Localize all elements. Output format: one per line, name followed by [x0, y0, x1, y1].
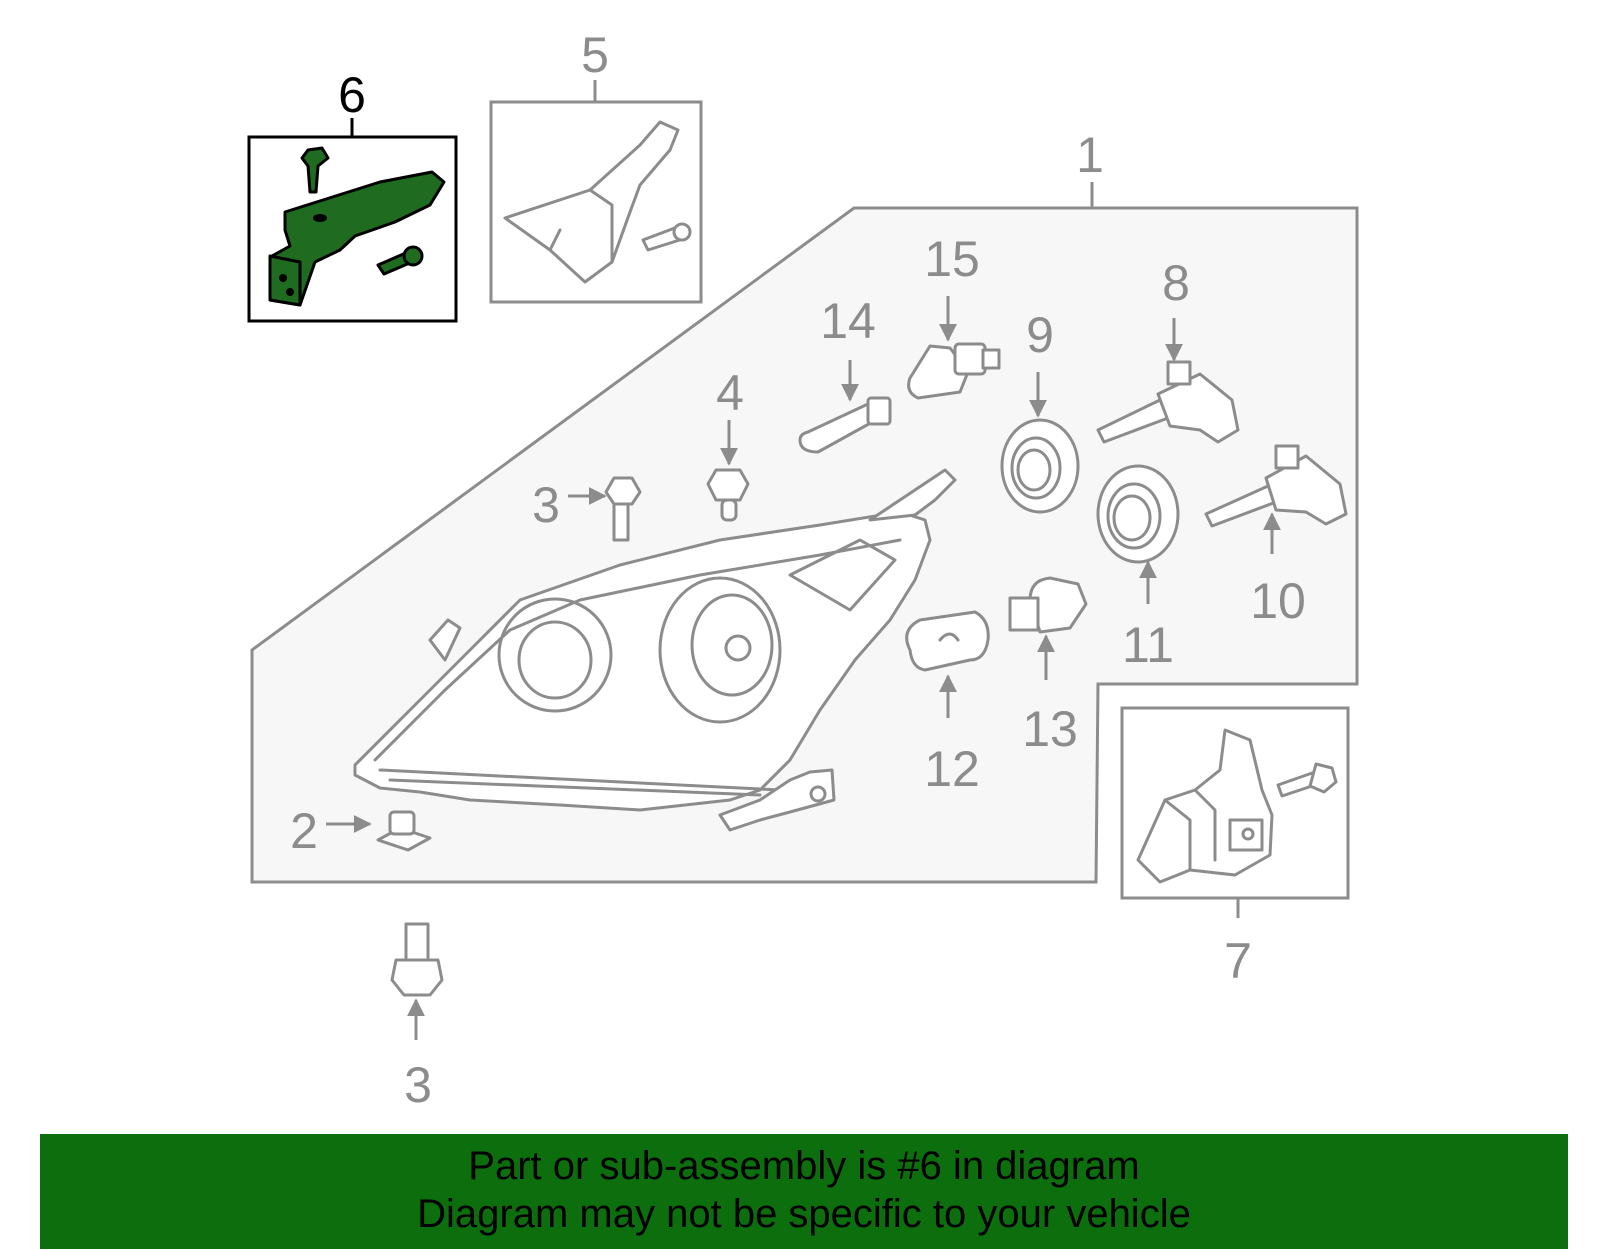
- callout-4: 4: [716, 365, 744, 421]
- callout-3a: 3: [532, 477, 560, 533]
- callout-13: 13: [1022, 701, 1078, 757]
- part-12-bulb: [905, 610, 990, 672]
- part-6-bracket-shape: [268, 146, 446, 307]
- callout-8: 8: [1162, 255, 1190, 311]
- part-2-clip: [376, 810, 432, 852]
- callout-5: 5: [581, 27, 609, 83]
- callout-14: 14: [820, 293, 876, 349]
- part-14-bulb: [798, 396, 892, 454]
- info-banner: Part or sub-assembly is #6 in diagram Di…: [40, 1134, 1568, 1249]
- callout-6: 6: [338, 67, 366, 123]
- part-4-clip: [706, 468, 750, 522]
- banner-line-2: Diagram may not be specific to your vehi…: [417, 1192, 1191, 1236]
- callout-7: 7: [1224, 933, 1252, 989]
- part-15-socket: [907, 342, 1001, 400]
- callout-11: 11: [1122, 617, 1174, 673]
- callout-9: 9: [1026, 307, 1054, 363]
- banner-line-1: Part or sub-assembly is #6 in diagram: [468, 1144, 1140, 1188]
- callout-1: 1: [1076, 127, 1104, 183]
- headlamp-housing: [353, 468, 957, 832]
- part-13-socket: [1008, 576, 1088, 634]
- part-7-bracket-shape: [1136, 728, 1338, 884]
- part-9-seal: [1000, 418, 1080, 514]
- callout-3b: 3: [404, 1057, 432, 1113]
- callout-15: 15: [924, 231, 980, 287]
- callout-2: 2: [290, 803, 318, 859]
- part-11-seal: [1096, 464, 1180, 564]
- part-5-bracket-shape: [503, 120, 692, 284]
- callout-10: 10: [1250, 573, 1306, 629]
- part-3-bolt-lower: [390, 922, 444, 997]
- part-8-bulb: [1096, 360, 1240, 444]
- part-10-bulb: [1204, 444, 1348, 528]
- callout-12: 12: [924, 741, 980, 797]
